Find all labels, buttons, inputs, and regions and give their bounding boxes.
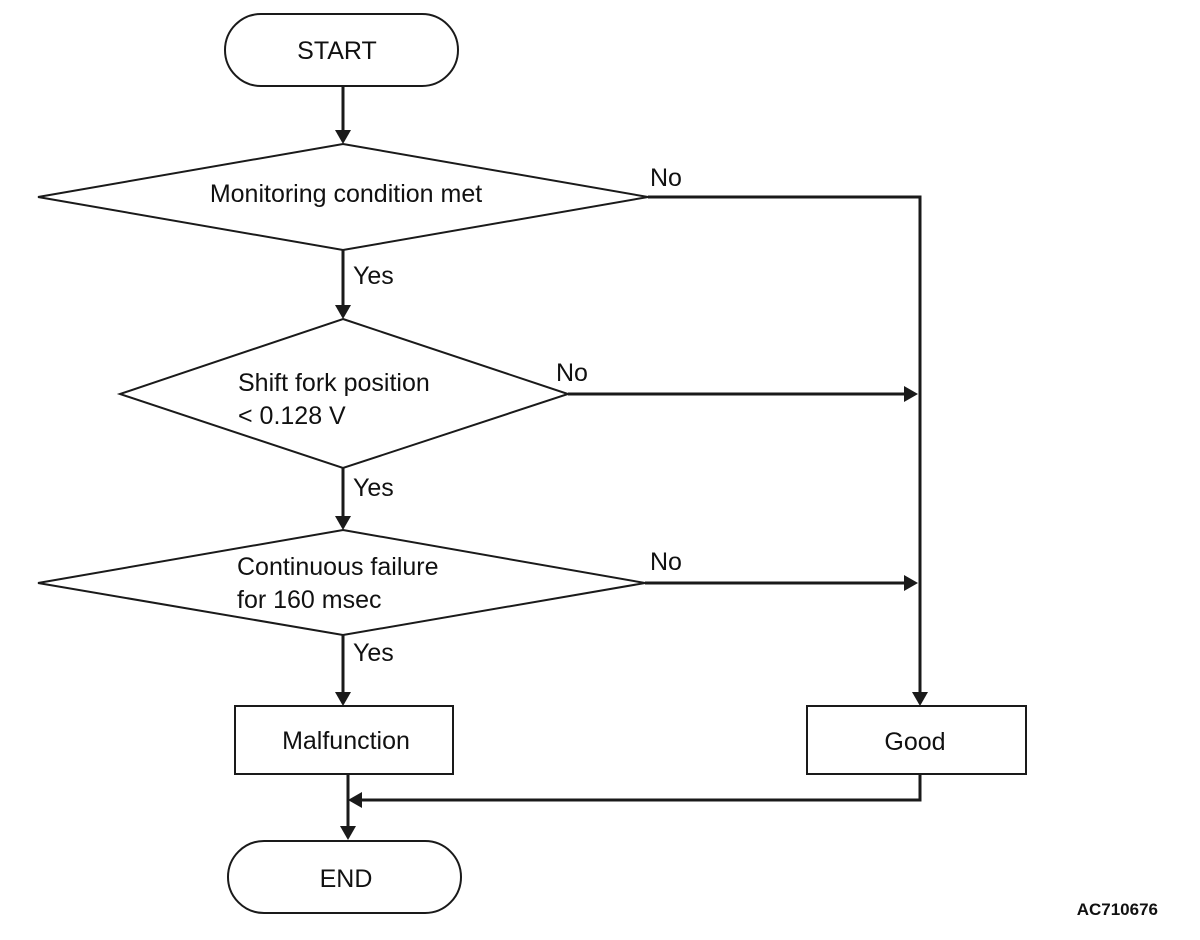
arrowhead-d3-no — [904, 575, 918, 591]
d1-yes-label: Yes — [353, 262, 394, 290]
arrowhead-good-merge — [348, 792, 362, 808]
d3-no-label: No — [650, 548, 682, 576]
start-terminal — [224, 13, 459, 87]
arrowhead-into-good — [912, 692, 928, 706]
arrowhead-d1-d2 — [335, 305, 351, 319]
arrowhead-d2-d3 — [335, 516, 351, 530]
decision-continuous-failure-line1: Continuous failure — [237, 553, 439, 581]
connector-good-merge — [362, 774, 922, 802]
decision-monitoring-condition-label: Monitoring condition met — [210, 180, 482, 208]
decision-shift-fork-position-line1: Shift fork position — [238, 369, 430, 397]
arrowhead-d2-no — [904, 386, 918, 402]
decision-continuous-failure — [37, 528, 646, 637]
connector-d1-no-good — [648, 195, 922, 692]
end-terminal — [227, 840, 462, 914]
malfunction-box — [234, 705, 454, 775]
arrowhead-malfunction-end — [340, 826, 356, 840]
start-label: START — [297, 37, 377, 65]
decision-shift-fork-position — [116, 317, 572, 470]
figure-code: AC710676 — [1077, 900, 1158, 919]
end-label: END — [320, 865, 373, 893]
decision-shift-fork-position-line2: < 0.128 V — [238, 402, 346, 430]
decision-monitoring-condition — [37, 142, 649, 252]
arrowhead-d3-malfunction — [335, 692, 351, 706]
good-box — [806, 705, 1027, 775]
d1-no-label: No — [650, 164, 682, 192]
d2-yes-label: Yes — [353, 474, 394, 502]
good-label: Good — [884, 728, 945, 756]
malfunction-label: Malfunction — [282, 727, 410, 755]
decision-continuous-failure-line2: for 160 msec — [237, 586, 382, 614]
d3-yes-label: Yes — [353, 639, 394, 667]
arrowhead-start-d1 — [335, 130, 351, 144]
d2-no-label: No — [556, 359, 588, 387]
